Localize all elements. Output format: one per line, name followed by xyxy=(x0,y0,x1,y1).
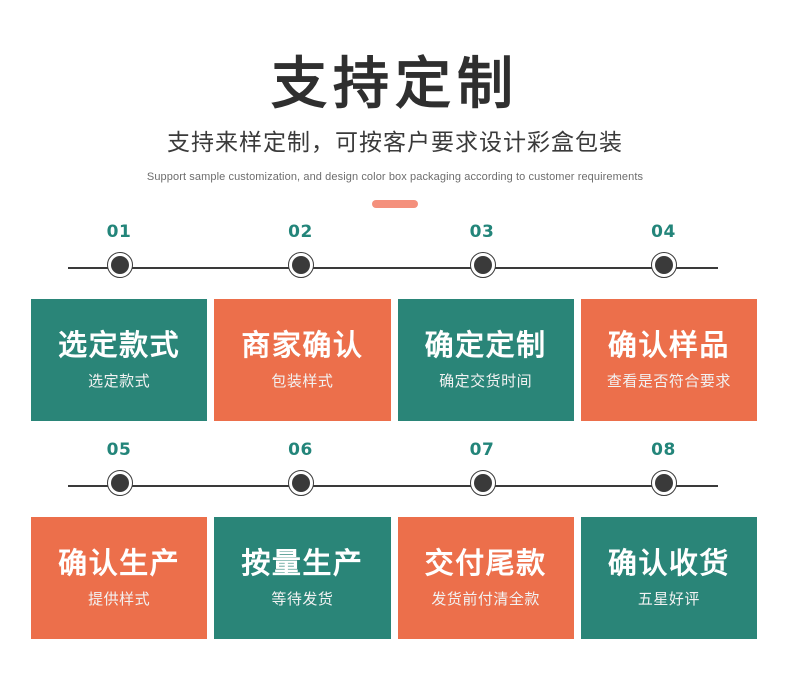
timeline-nodes: 01 02 03 04 xyxy=(31,222,757,280)
page-subtitle: 支持来样定制，可按客户要求设计彩盒包装 xyxy=(167,129,623,156)
timeline-number-label: 04 xyxy=(651,222,676,242)
timeline-dot-icon xyxy=(469,470,500,500)
process-card-row-1: 选定款式 选定款式 商家确认 包装样式 确定定制 确定交货时间 确认样品 查看是… xyxy=(31,299,757,421)
process-card-title: 选定款式 xyxy=(58,328,181,363)
process-card-title: 交付尾款 xyxy=(424,546,547,581)
process-card-05[interactable]: 确认生产 提供样式 xyxy=(31,517,208,639)
timeline-node-05[interactable]: 05 xyxy=(31,440,213,498)
timeline-dot-icon xyxy=(288,252,318,282)
process-card-title: 确定定制 xyxy=(424,328,547,363)
timeline-dot-icon xyxy=(288,470,318,500)
process-card-03[interactable]: 确定定制 确定交货时间 xyxy=(397,299,574,421)
dash-divider-icon xyxy=(372,199,418,208)
timeline-dot-icon xyxy=(106,252,137,282)
process-card-desc: 确定交货时间 xyxy=(439,371,533,390)
timeline-node-04[interactable]: 04 xyxy=(576,222,758,280)
timeline-number-label: 06 xyxy=(288,440,313,460)
timeline-number-label: 01 xyxy=(106,222,132,242)
process-card-row-2: 确认生产 提供样式 按量生产 等待发货 交付尾款 发货前付清全款 确认收货 五星… xyxy=(31,517,757,639)
page-title: 支持定制 xyxy=(271,52,519,117)
timeline-track xyxy=(68,485,718,487)
timeline-node-02[interactable]: 02 xyxy=(213,222,395,280)
timeline-number-label: 05 xyxy=(106,440,132,460)
timeline-dot-icon xyxy=(106,470,137,500)
timeline-dot-icon xyxy=(651,252,681,282)
process-card-desc: 查看是否符合要求 xyxy=(606,371,731,390)
process-card-04[interactable]: 确认样品 查看是否符合要求 xyxy=(580,299,757,421)
process-card-08[interactable]: 确认收货 五星好评 xyxy=(580,517,757,639)
process-card-title: 商家确认 xyxy=(241,328,364,363)
process-card-desc: 等待发货 xyxy=(271,589,334,608)
timeline-node-07[interactable]: 07 xyxy=(394,440,576,498)
timeline-number-label: 07 xyxy=(469,440,495,460)
timeline-row-2: 05 06 07 08 xyxy=(31,440,757,498)
process-card-desc: 五星好评 xyxy=(637,589,700,608)
process-card-02[interactable]: 商家确认 包装样式 xyxy=(214,299,391,421)
timeline-node-08[interactable]: 08 xyxy=(576,440,758,498)
timeline-node-01[interactable]: 01 xyxy=(31,222,213,280)
process-card-07[interactable]: 交付尾款 发货前付清全款 xyxy=(397,517,574,639)
page-subtitle-english: Support sample customization, and design… xyxy=(146,170,644,183)
timeline-row-1: 01 02 03 04 xyxy=(31,222,757,280)
page-header: 支持定制 支持来样定制，可按客户要求设计彩盒包装 Support sample … xyxy=(0,0,790,208)
process-card-01[interactable]: 选定款式 选定款式 xyxy=(31,299,208,421)
process-card-desc: 包装样式 xyxy=(271,371,334,390)
timeline-dot-icon xyxy=(651,470,681,500)
process-card-desc: 选定款式 xyxy=(88,371,151,390)
timeline-number-label: 02 xyxy=(288,222,313,242)
timeline-node-06[interactable]: 06 xyxy=(213,440,395,498)
process-card-desc: 提供样式 xyxy=(88,589,151,608)
process-card-title: 按量生产 xyxy=(241,546,364,581)
process-card-desc: 发货前付清全款 xyxy=(431,589,540,608)
process-card-title: 确认收货 xyxy=(607,546,730,581)
timeline-number-label: 08 xyxy=(651,440,676,460)
process-card-06[interactable]: 按量生产 等待发货 xyxy=(214,517,391,639)
process-card-title: 确认样品 xyxy=(607,328,730,363)
timeline-dot-icon xyxy=(469,252,500,282)
timeline-nodes: 05 06 07 08 xyxy=(31,440,757,498)
timeline-number-label: 03 xyxy=(469,222,495,242)
timeline-node-03[interactable]: 03 xyxy=(394,222,576,280)
process-card-title: 确认生产 xyxy=(58,546,181,581)
timeline-track xyxy=(68,267,718,269)
